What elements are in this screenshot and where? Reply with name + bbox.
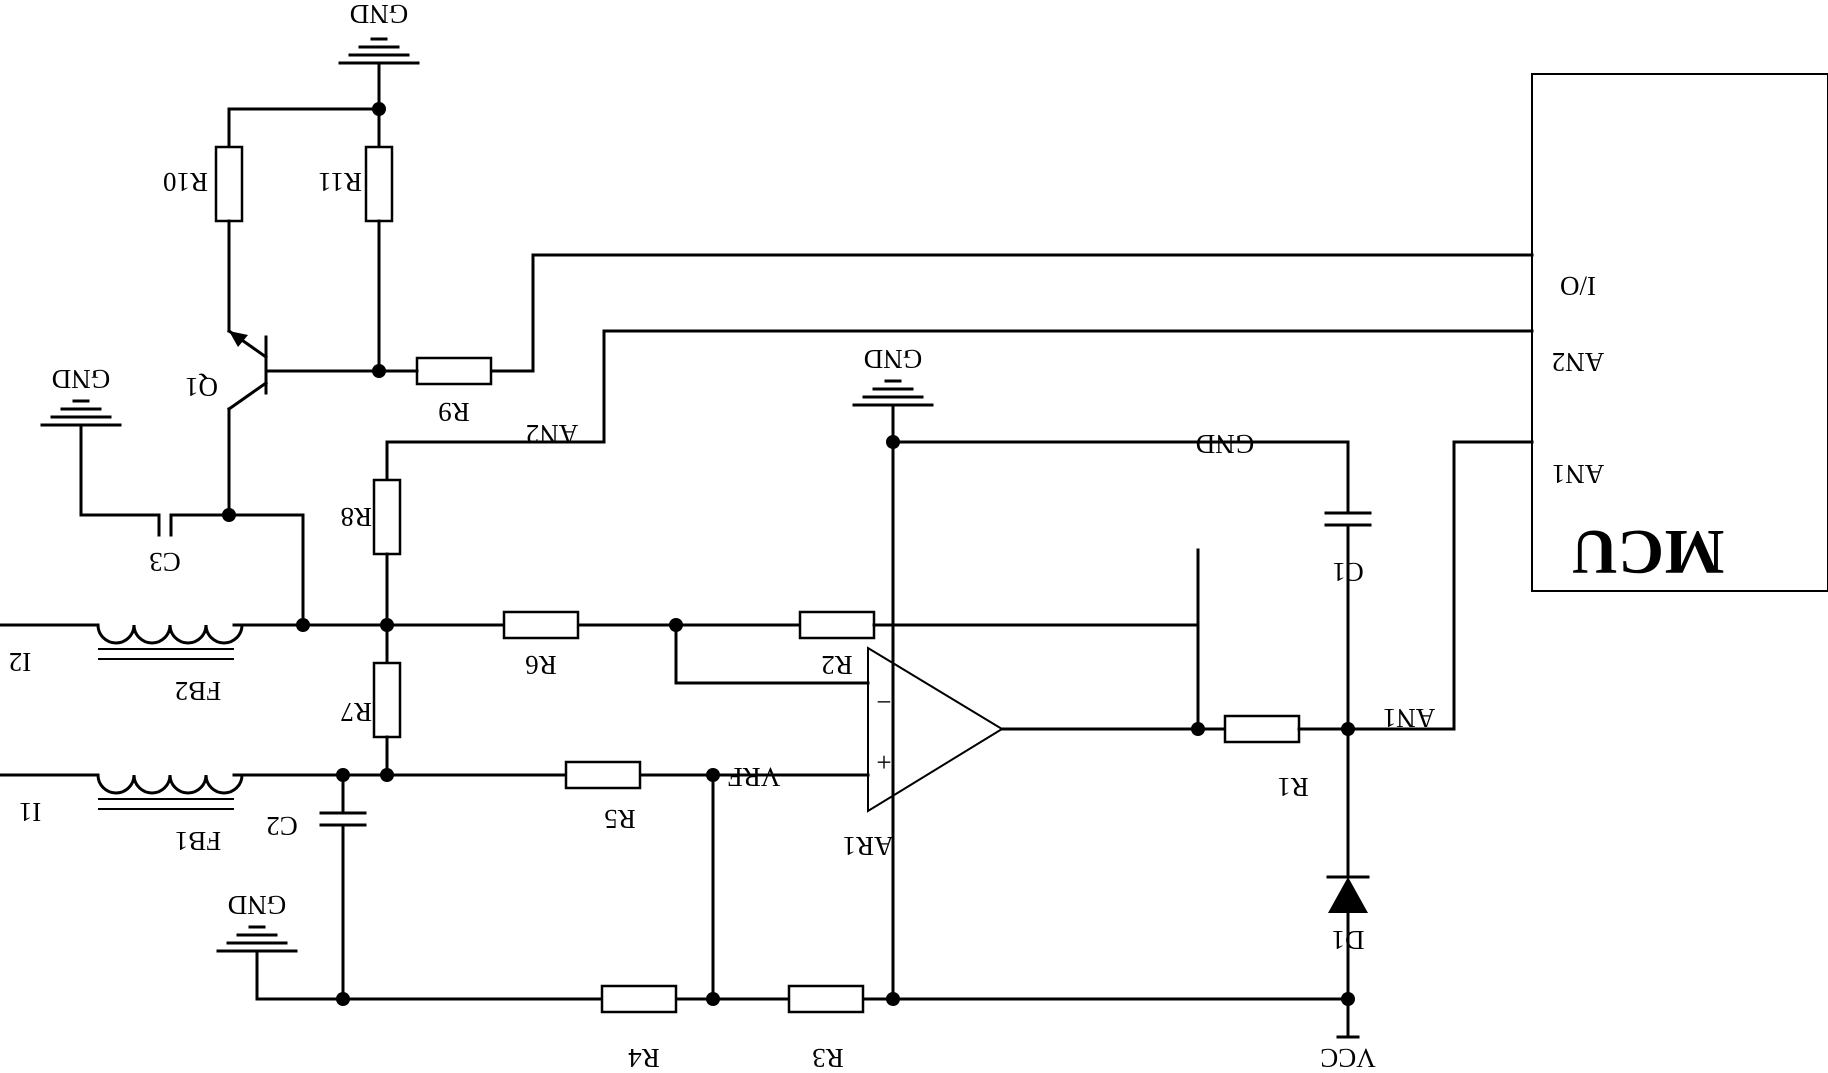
label-i1: I1	[19, 797, 42, 827]
label-r11: R11	[318, 167, 362, 197]
label-an1-net: AN1	[1383, 703, 1436, 733]
gnd-symbol-bottom	[218, 927, 296, 961]
label-an2-net: AN2	[526, 419, 579, 449]
mcu-pin-io: I/O	[1560, 271, 1596, 301]
mcu-outline	[1532, 74, 1828, 591]
label-vcc: VCC	[1320, 1043, 1376, 1073]
label-c2: C2	[266, 811, 298, 841]
q1-emitter-arrow	[229, 331, 248, 347]
r1-body	[1225, 716, 1299, 742]
r10-body	[216, 147, 242, 221]
r7-body	[374, 663, 400, 737]
mcu-labels: MCU I/O AN2 AN1	[1552, 271, 1725, 588]
r2-body	[800, 612, 874, 638]
r9-body	[417, 358, 491, 384]
r11-body	[366, 147, 392, 221]
label-gnd-bottom: GND	[228, 890, 287, 920]
label-fb1: FB1	[175, 826, 222, 856]
q1-collector	[229, 383, 266, 409]
r6-body	[504, 612, 578, 638]
label-r7: R7	[340, 697, 372, 727]
r5-body	[566, 762, 640, 788]
fb2-coil	[98, 625, 242, 643]
label-r10: R10	[163, 167, 208, 197]
mcu-pin-an2: AN2	[1552, 347, 1605, 377]
label-gnd-c3: GND	[52, 364, 111, 394]
label-r5: R5	[604, 804, 636, 834]
label-r2: R2	[821, 650, 853, 680]
label-c3: C3	[149, 547, 181, 577]
ar1-triangle	[868, 648, 1002, 811]
label-q1: Q1	[185, 372, 218, 402]
label-gnd-opamp: GND	[864, 344, 923, 374]
label-fb2: FB2	[175, 676, 222, 706]
mcu-title: MCU	[1572, 517, 1725, 588]
gnd-symbol-top	[340, 39, 418, 72]
r8-body	[374, 480, 400, 554]
fb1-coil	[98, 775, 242, 793]
label-i2: I2	[9, 647, 32, 677]
label-c1: C1	[1332, 557, 1364, 587]
r3-body	[789, 986, 863, 1012]
label-d1: D1	[1332, 925, 1365, 955]
label-vrf: VRF	[728, 762, 781, 792]
gnd-symbol-c3	[42, 401, 120, 435]
q1-network	[81, 72, 533, 625]
label-r1: R1	[1277, 772, 1309, 802]
gnd-symbol-opamp	[854, 381, 932, 442]
label-r8: R8	[340, 502, 372, 532]
r4-body	[602, 986, 676, 1012]
label-gnd-c1: GND	[1196, 429, 1255, 459]
opamp-plus-sign: +	[876, 747, 891, 777]
label-gnd-top: GND	[350, 0, 409, 29]
mcu-pin-an1: AN1	[1552, 459, 1605, 489]
label-r3: R3	[812, 1043, 844, 1073]
mcu-block	[533, 74, 1828, 591]
label-ar1: AR1	[842, 831, 893, 861]
label-r9: R9	[438, 397, 470, 427]
opamp-minus-sign: −	[876, 687, 891, 717]
d1-triangle	[1328, 877, 1368, 913]
label-r6: R6	[525, 650, 557, 680]
label-r4: R4	[628, 1043, 660, 1073]
